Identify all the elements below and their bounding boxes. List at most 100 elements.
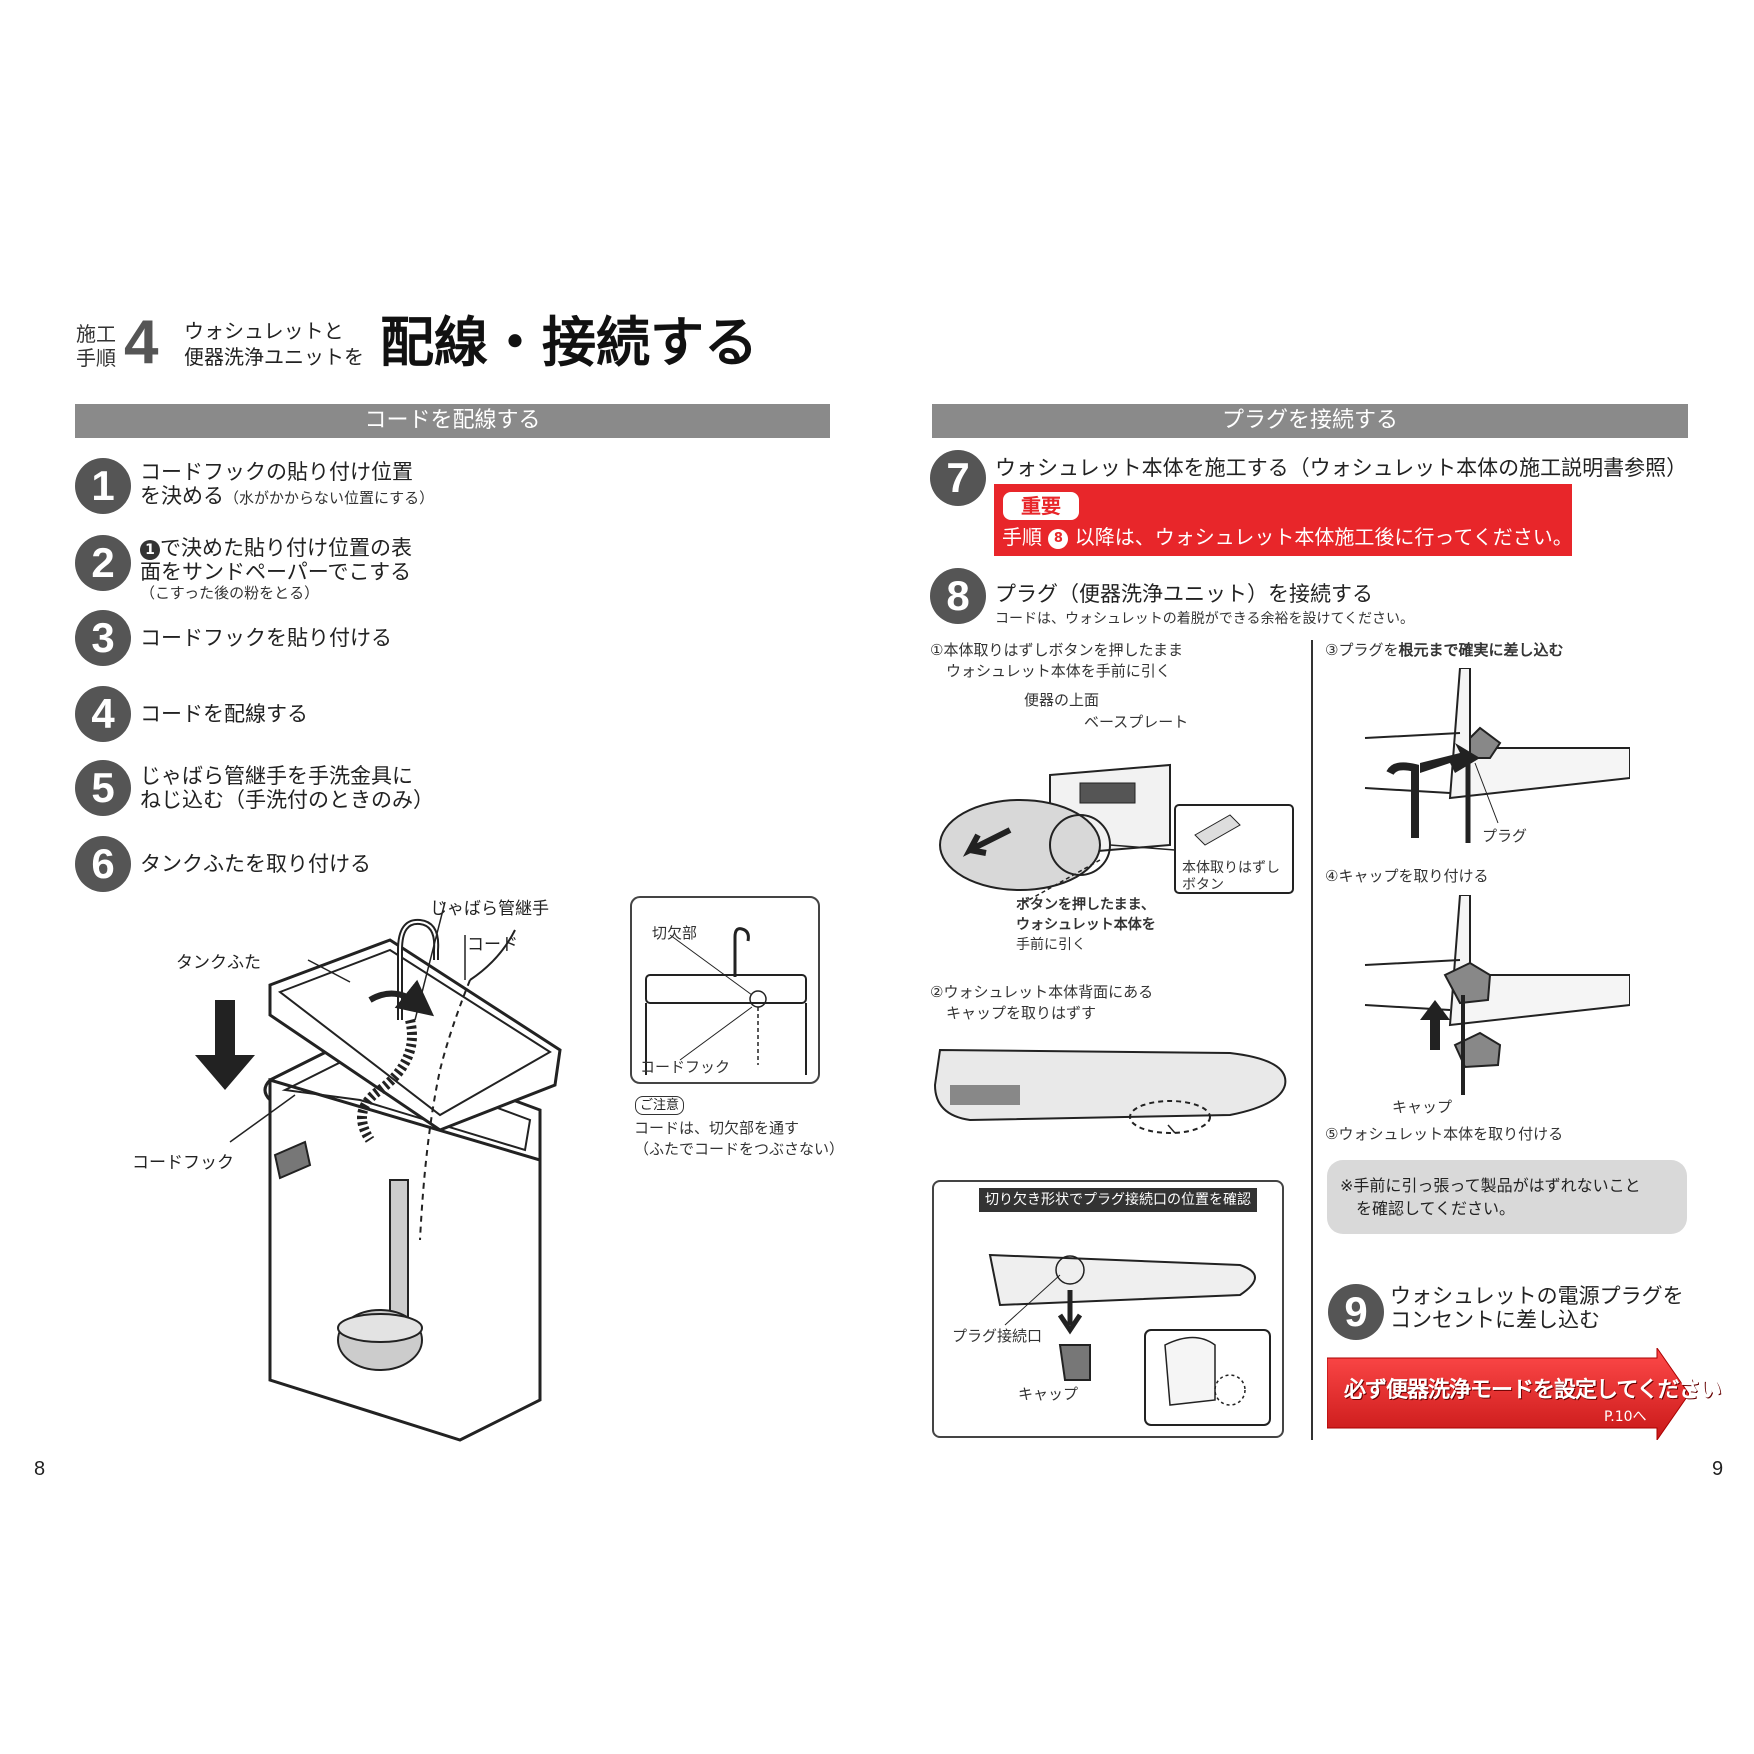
- important-ref-badge: 8: [1048, 529, 1069, 549]
- page-number-right: 9: [1712, 1458, 1724, 1480]
- step-8-text: プラグ（便器洗浄ユニット）を接続する: [995, 582, 1373, 606]
- step-5-line1: じゃばら管継手を手洗金具に: [140, 764, 413, 788]
- step-kanji-label: 施工 手順: [76, 322, 116, 370]
- step-2-ref-badge: 1: [140, 540, 160, 560]
- sub1-line1: ①本体取りはずしボタンを押したまま: [930, 641, 1183, 659]
- sub3-prefix: ③プラグを: [1325, 641, 1399, 659]
- step-2-line2: 面をサンドペーパーでこする: [140, 560, 412, 584]
- step-9-line1: ウォシュレットの電源プラグを: [1390, 1284, 1684, 1308]
- label-press-instruction: ボタンを押したまま、 ウォシュレット本体を 手前に引く: [1016, 895, 1156, 955]
- step-2-number: 2: [75, 535, 131, 591]
- press-line1: ボタンを押したまま、: [1016, 897, 1156, 913]
- step-6-text: タンクふたを取り付ける: [140, 852, 371, 876]
- subtitle-line1: ウォシュレットと: [184, 319, 344, 343]
- step-7-number: 7: [930, 450, 986, 506]
- sub3-text: ③プラグを根元まで確実に差し込む: [1325, 640, 1563, 661]
- plug-insert-illustration: [1364, 668, 1630, 843]
- inset-illustration: [645, 927, 807, 1075]
- inset-cord-hook-label: コードフック: [640, 1058, 731, 1076]
- step-5-text: じゃばら管継手を手洗金具に ねじ込む（手洗付のときのみ）: [140, 764, 434, 812]
- plug-label: プラグ: [1482, 827, 1528, 845]
- cap-label-detail: キャップ: [1018, 1385, 1079, 1403]
- step-1-text: コードフックの貼り付け位置 を決める（水がかからない位置にする）: [140, 460, 434, 508]
- step-9-line2: コンセントに差し込む: [1390, 1308, 1600, 1332]
- step-9-number: 9: [1328, 1284, 1384, 1340]
- important-box: [994, 484, 1572, 556]
- step-2-note: （こすった後の粉をとる）: [140, 584, 320, 602]
- step-7-text: ウォシュレット本体を施工する（ウォシュレット本体の施工説明書参照）: [995, 456, 1688, 480]
- step-5-line2: ねじ込む（手洗付のときのみ）: [140, 788, 434, 812]
- subtitle-line2: 便器洗浄ユニットを: [184, 345, 364, 369]
- step-6-number: 6: [75, 836, 131, 892]
- notice-line1: ※手前に引っ張って製品がはずれないこと: [1340, 1176, 1641, 1195]
- inset-box: [630, 896, 820, 1084]
- step-3-text: コードフックを貼り付ける: [140, 626, 392, 650]
- step-1-number: 1: [75, 458, 131, 514]
- step-9-text: ウォシュレットの電源プラグを コンセントに差し込む: [1390, 1284, 1684, 1332]
- seat-back-illustration: [933, 1048, 1287, 1134]
- step-8-number: 8: [930, 568, 986, 624]
- sub5-text: ⑤ウォシュレット本体を取り付ける: [1325, 1125, 1564, 1143]
- inset-notch-label: 切欠部: [652, 924, 698, 942]
- kanji-bottom: 手順: [76, 346, 116, 370]
- plug-port-detail-box: [932, 1180, 1284, 1438]
- page-number-left: 8: [34, 1458, 46, 1480]
- notice-box: [1327, 1160, 1687, 1234]
- sub2-text: ②ウォシュレット本体背面にある キャップを取りはずす: [930, 982, 1153, 1024]
- notice-line2: を確認してください。: [1356, 1199, 1516, 1218]
- step-4-text: コードを配線する: [140, 702, 308, 726]
- plug-port-illustration: [988, 1253, 1271, 1426]
- sub4-text: ④キャップを取り付ける: [1325, 867, 1489, 885]
- caution-text: コードは、切欠部を通す （ふたでコードをつぶさない）: [634, 1118, 844, 1160]
- notch-confirm-label: 切り欠き形状でプラグ接続口の位置を確認: [979, 1188, 1257, 1212]
- label-cord: コード: [467, 935, 518, 955]
- sub3-bold: 根元まで確実に差し込む: [1398, 641, 1564, 659]
- caution-line1: コードは、切欠部を通す: [634, 1119, 800, 1137]
- step-8-note: コードは、ウォシュレットの着脱ができる余裕を設けてください。: [995, 611, 1415, 627]
- kanji-top: 施工: [76, 322, 116, 346]
- seat-removal-illustration: [939, 763, 1294, 906]
- important-badge: 重要: [1003, 492, 1079, 520]
- important-prefix: 手順: [1002, 525, 1042, 549]
- sub2-line2: キャップを取りはずす: [946, 1004, 1097, 1022]
- important-text: 手順 8 以降は、ウォシュレット本体施工後に行ってください。: [1002, 524, 1573, 550]
- banner-text: 必ず便器洗浄モードを設定してください: [1344, 1378, 1722, 1403]
- step-2-line1: で決めた貼り付け位置の表: [160, 536, 412, 560]
- right-column-divider: [1311, 640, 1313, 1440]
- release-line1: 本体取りはずし: [1182, 860, 1280, 876]
- label-cord-hook: コードフック: [132, 1153, 234, 1173]
- sub1-line2: ウォシュレット本体を手前に引く: [946, 662, 1171, 680]
- cap-attach-illustration: [1364, 895, 1630, 1095]
- step-1-line2: を決める: [140, 484, 224, 508]
- label-base-plate: ベースプレート: [1084, 713, 1189, 731]
- label-jabara: じゃばら管継手: [430, 899, 549, 919]
- sub1-text: ①本体取りはずしボタンを押したまま ウォシュレット本体を手前に引く: [930, 640, 1183, 682]
- section-bar-plug: プラグを接続する: [932, 404, 1688, 438]
- label-bowl-top: 便器の上面: [1024, 691, 1100, 709]
- step-5-number: 5: [75, 760, 131, 816]
- cap-label: キャップ: [1392, 1098, 1453, 1116]
- header-step-number: 4: [124, 308, 159, 377]
- mode-setting-banner[interactable]: [1327, 1348, 1689, 1440]
- label-tank-lid: タンクふた: [176, 953, 261, 973]
- sub2-line1: ②ウォシュレット本体背面にある: [930, 983, 1154, 1001]
- label-release-button: 本体取りはずし ボタン: [1182, 860, 1280, 894]
- release-line2: ボタン: [1182, 877, 1224, 893]
- caution-line2: （ふたでコードをつぶさない）: [634, 1140, 845, 1158]
- banner-ref: P.10へ: [1604, 1409, 1647, 1425]
- page-title: 配線・接続する: [380, 311, 758, 374]
- section-bar-cord: コードを配線する: [75, 404, 830, 438]
- notice-text: ※手前に引っ張って製品がはずれないこと を確認してください。: [1340, 1174, 1641, 1220]
- caution-badge: ご注意: [635, 1096, 685, 1115]
- header-subtitle: ウォシュレットと 便器洗浄ユニットを: [184, 318, 364, 370]
- step-1-note: （水がかからない位置にする）: [224, 489, 435, 507]
- step-1-line1: コードフックの貼り付け位置: [140, 460, 413, 484]
- plug-port-label: プラグ接続口: [952, 1327, 1043, 1345]
- step-4-number: 4: [75, 686, 131, 742]
- press-line2: ウォシュレット本体を: [1016, 917, 1156, 933]
- important-message: 以降は、ウォシュレット本体施工後に行ってください。: [1074, 525, 1573, 549]
- step-3-number: 3: [75, 610, 131, 666]
- press-line3: 手前に引く: [1016, 937, 1086, 953]
- tank-lid-diagram: [195, 901, 562, 1442]
